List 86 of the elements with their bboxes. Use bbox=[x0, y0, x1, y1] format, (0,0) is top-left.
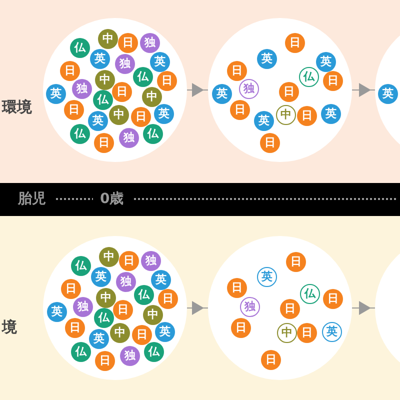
language-badge: 日 bbox=[279, 82, 299, 102]
language-badge: 英 bbox=[91, 267, 111, 287]
language-badge: 英 bbox=[155, 322, 175, 342]
side-label: 環境 bbox=[2, 98, 32, 117]
outlined-language-badge: 仏 bbox=[300, 284, 320, 304]
language-badge: 英 bbox=[151, 270, 171, 290]
language-badge: 日 bbox=[112, 82, 132, 102]
language-badge: 英 bbox=[46, 84, 66, 104]
language-badge: 中 bbox=[110, 323, 130, 343]
language-badge: 独 bbox=[140, 33, 160, 53]
outlined-language-badge: 仏 bbox=[299, 67, 319, 87]
arrow bbox=[186, 301, 208, 315]
language-badge: 仏 bbox=[134, 285, 154, 305]
language-badge: 日 bbox=[260, 133, 280, 153]
language-badge: 日 bbox=[60, 61, 80, 81]
language-badge: 中 bbox=[143, 305, 163, 325]
outlined-language-badge: 独 bbox=[239, 79, 259, 99]
language-badge: 日 bbox=[323, 71, 343, 91]
language-badge: 英 bbox=[257, 49, 277, 69]
language-badge: 仏 bbox=[93, 90, 113, 110]
language-badge: 日 bbox=[95, 351, 115, 371]
language-badge: 英 bbox=[154, 104, 174, 124]
language-badge: 日 bbox=[297, 106, 317, 126]
language-badge: 仏 bbox=[144, 342, 164, 362]
language-badge: 日 bbox=[227, 61, 247, 81]
language-badge: 中 bbox=[99, 247, 119, 267]
language-badge: 日 bbox=[64, 100, 84, 120]
language-badge: 日 bbox=[158, 289, 178, 309]
timeline-label: 胎児 bbox=[18, 190, 46, 208]
language-badge: 英 bbox=[150, 52, 170, 72]
arrow bbox=[186, 83, 208, 97]
language-badge: 仏 bbox=[70, 124, 90, 144]
language-badge: 日 bbox=[323, 289, 343, 309]
language-badge: 日 bbox=[113, 300, 133, 320]
language-badge: 中 bbox=[98, 29, 118, 49]
language-badge: 中 bbox=[96, 288, 116, 308]
language-badge: 日 bbox=[280, 299, 300, 319]
arrow bbox=[352, 301, 376, 315]
language-badge: 独 bbox=[115, 54, 135, 74]
language-badge: 日 bbox=[65, 318, 85, 338]
language-badge: 独 bbox=[119, 128, 139, 148]
outlined-language-badge: 英 bbox=[322, 322, 342, 342]
language-badge: 英 bbox=[88, 111, 108, 131]
language-badge: 独 bbox=[116, 272, 136, 292]
outlined-language-badge: 中 bbox=[276, 105, 296, 125]
language-badge: 中 bbox=[95, 70, 115, 90]
language-badge: 中 bbox=[109, 105, 129, 125]
language-badge: 日 bbox=[297, 323, 317, 343]
language-badge: 英 bbox=[212, 84, 232, 104]
language-badge: 日 bbox=[157, 71, 177, 91]
language-badge: 独 bbox=[72, 79, 92, 99]
language-badge: 独 bbox=[141, 251, 161, 271]
language-badge: 仏 bbox=[71, 342, 91, 362]
language-badge: 独 bbox=[73, 297, 93, 317]
language-badge: 仏 bbox=[133, 67, 153, 87]
language-badge: 仏 bbox=[70, 38, 90, 58]
language-badge: 日 bbox=[118, 33, 138, 53]
language-badge: 日 bbox=[230, 100, 250, 120]
language-badge: 英 bbox=[89, 329, 109, 349]
language-badge: 英 bbox=[47, 302, 67, 322]
arrow bbox=[352, 83, 376, 97]
language-badge: 英 bbox=[378, 84, 398, 104]
outlined-language-badge: 中 bbox=[277, 323, 297, 343]
language-badge: 英 bbox=[90, 49, 110, 69]
language-badge: 日 bbox=[227, 278, 247, 298]
language-badge: 日 bbox=[132, 325, 152, 345]
language-badge: 日 bbox=[94, 133, 114, 153]
outlined-language-badge: 独 bbox=[240, 297, 260, 317]
side-label: 境 bbox=[2, 318, 17, 337]
language-badge: 日 bbox=[61, 279, 81, 299]
language-badge: 仏 bbox=[143, 124, 163, 144]
language-badge: 英 bbox=[321, 104, 341, 124]
language-badge: 英 bbox=[254, 111, 274, 131]
language-badge: 英 bbox=[316, 52, 336, 72]
language-badge: 日 bbox=[231, 318, 251, 338]
language-badge: 日 bbox=[286, 252, 306, 272]
language-badge: 仏 bbox=[94, 308, 114, 328]
language-badge: 中 bbox=[142, 87, 162, 107]
language-badge: 独 bbox=[120, 346, 140, 366]
language-badge: 日 bbox=[285, 33, 305, 53]
language-badge: 仏 bbox=[71, 256, 91, 276]
language-badge: 日 bbox=[131, 107, 151, 127]
timeline-label: 0歳 bbox=[100, 190, 124, 208]
language-badge: 日 bbox=[119, 251, 139, 271]
outlined-language-badge: 英 bbox=[257, 267, 277, 287]
language-badge: 日 bbox=[261, 350, 281, 370]
